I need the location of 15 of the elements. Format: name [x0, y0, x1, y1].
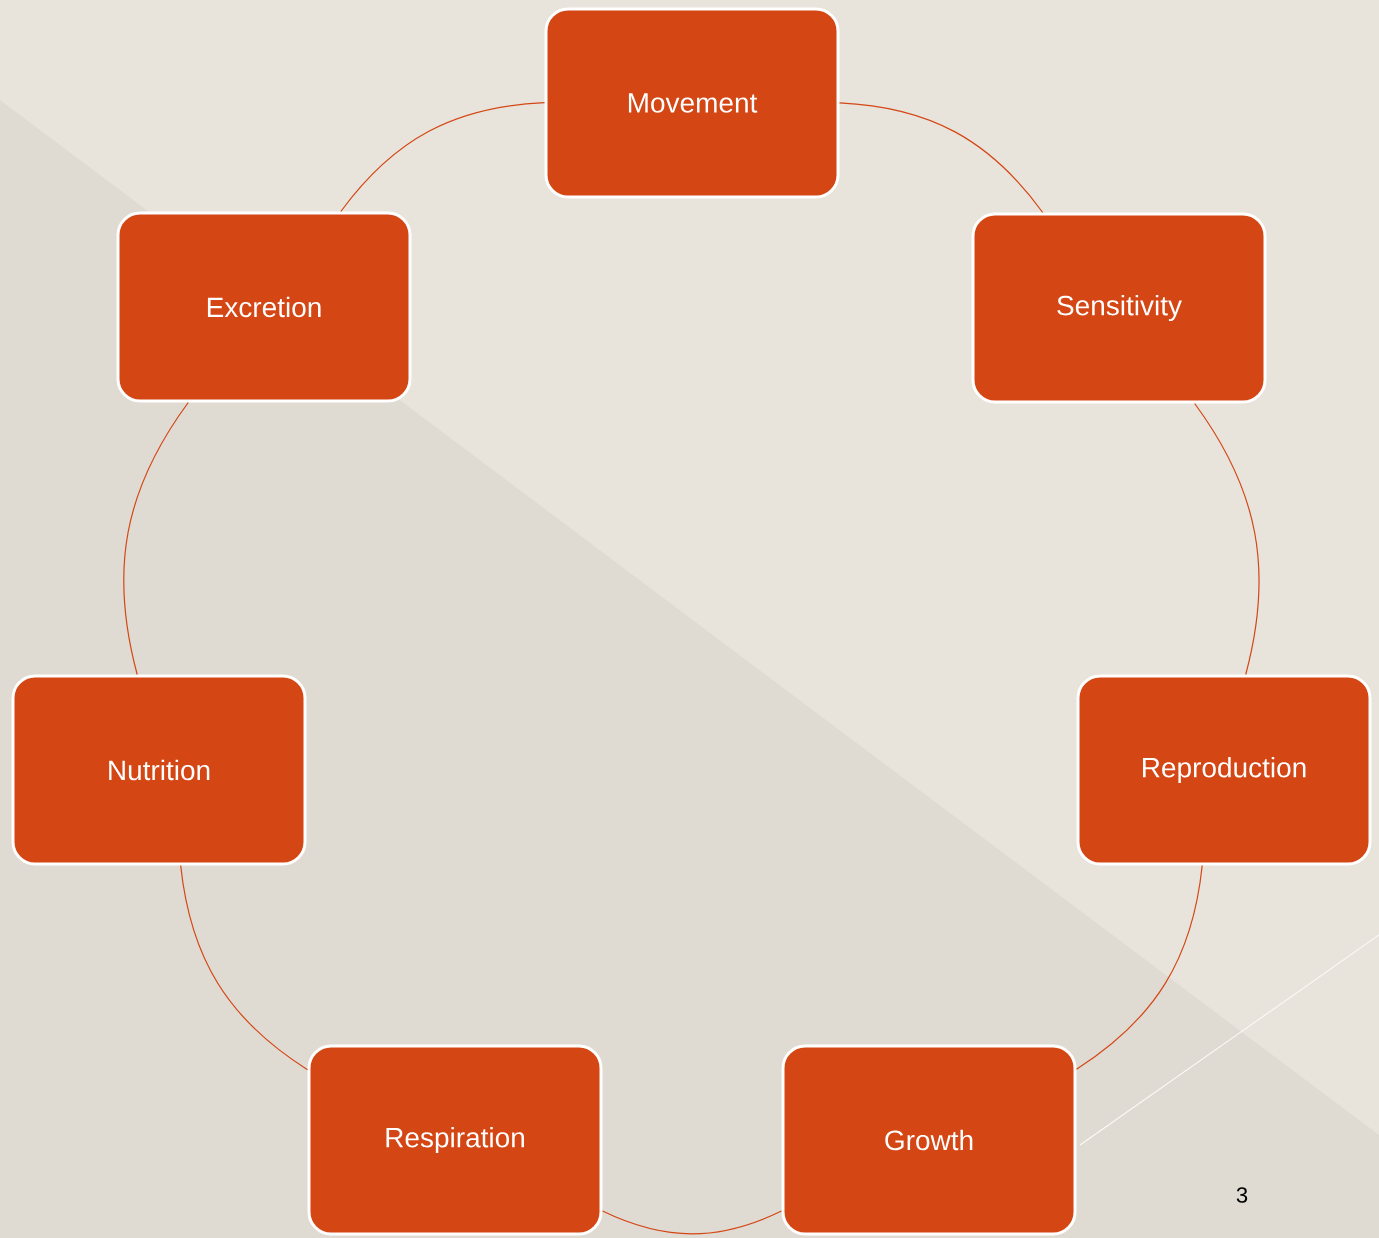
connector-arc	[838, 102, 1044, 214]
process-box: Excretion	[116, 211, 412, 403]
connector-arc	[601, 1210, 783, 1235]
connector-arc	[1075, 864, 1203, 1070]
connector-arc	[180, 864, 309, 1071]
connector-arc	[340, 102, 546, 213]
process-box: Movement	[544, 7, 840, 199]
process-box: Growth	[781, 1044, 1077, 1236]
process-box: Nutrition	[11, 674, 307, 866]
page-number: 3	[1236, 1187, 1248, 1203]
connector-arc	[123, 401, 189, 676]
connector-arc	[1194, 402, 1260, 676]
process-box: Sensitivity	[971, 212, 1267, 404]
process-box: Reproduction	[1076, 674, 1372, 866]
process-box: Respiration	[307, 1044, 603, 1236]
